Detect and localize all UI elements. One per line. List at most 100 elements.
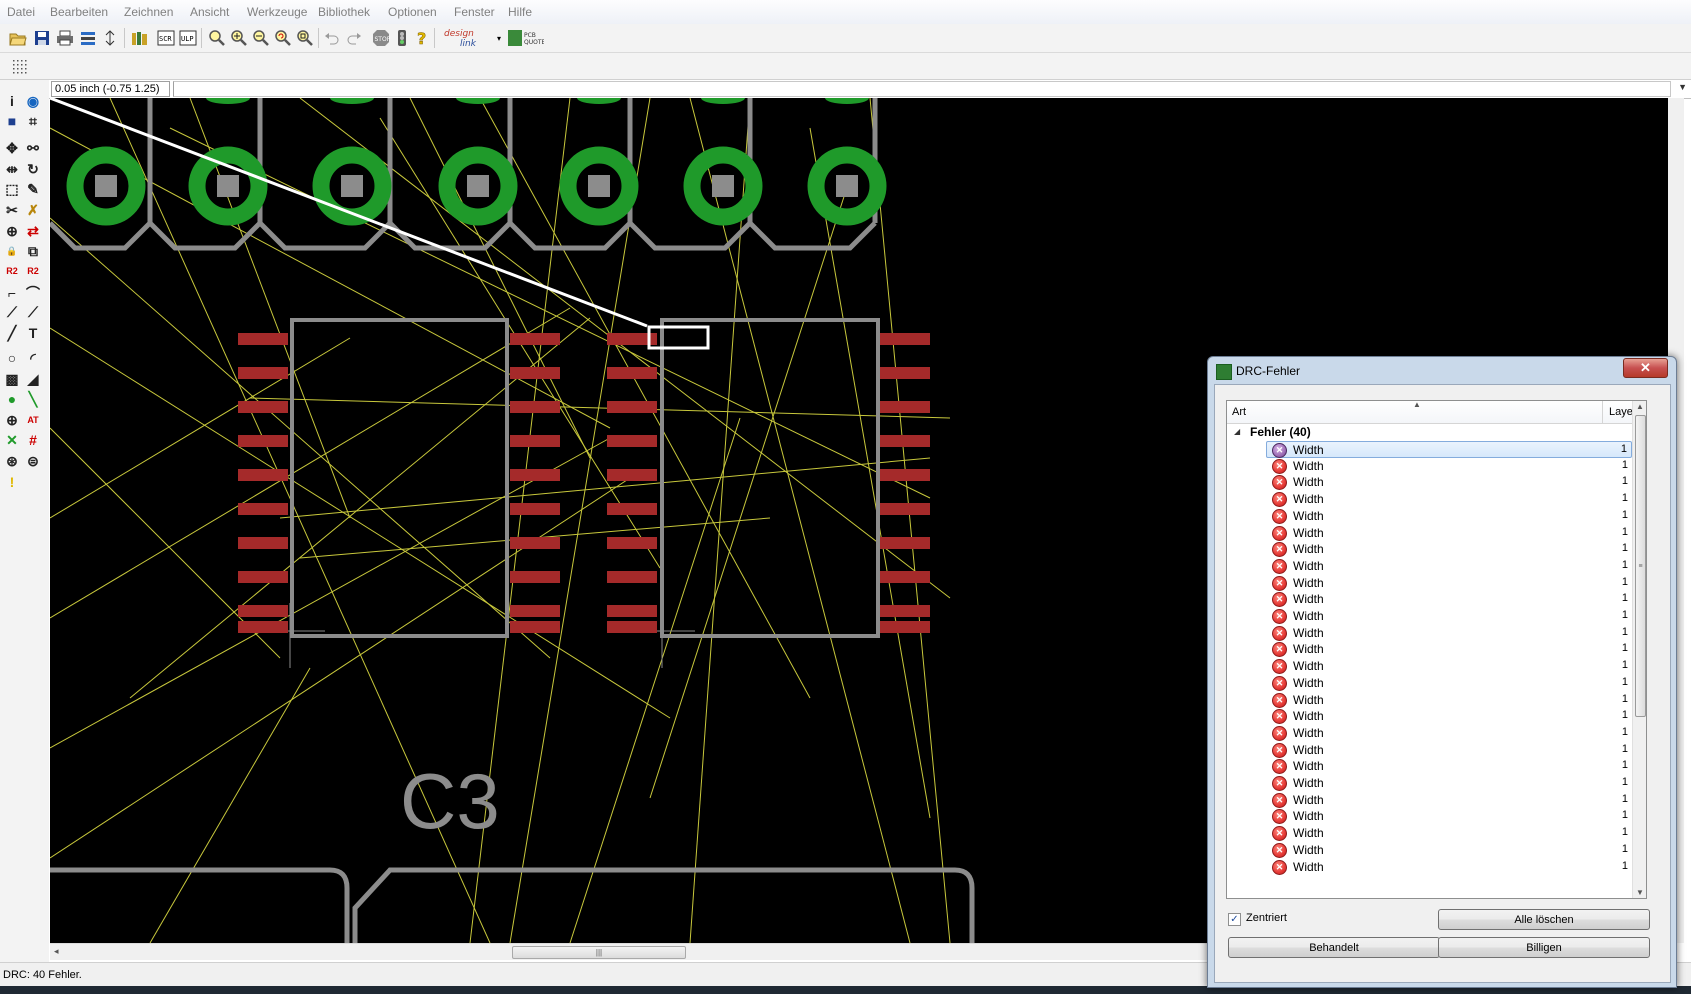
rect-icon[interactable]: ▩ bbox=[5, 370, 19, 387]
change-icon[interactable]: ✎ bbox=[27, 180, 39, 197]
autorouter-icon[interactable]: # bbox=[29, 432, 37, 448]
help-icon[interactable]: ? bbox=[413, 28, 433, 48]
clear-all-button[interactable]: Alle löschen bbox=[1438, 909, 1650, 930]
undo-icon[interactable] bbox=[322, 28, 342, 48]
copy-icon[interactable]: ⚯ bbox=[27, 139, 39, 156]
split-icon[interactable]: ⌐ bbox=[7, 285, 17, 301]
processed-button[interactable]: Behandelt bbox=[1228, 937, 1440, 958]
error-group[interactable]: Fehler (40) bbox=[1250, 425, 1311, 439]
column-art[interactable]: Art bbox=[1232, 406, 1247, 418]
scroll-down-icon[interactable]: ▼ bbox=[1636, 888, 1644, 897]
smash-icon[interactable]: ⧉ bbox=[28, 242, 38, 259]
value-icon[interactable]: R2 bbox=[27, 266, 39, 276]
designlink-button[interactable]: design link bbox=[442, 26, 494, 50]
mirror-icon[interactable]: ⇹ bbox=[6, 160, 18, 177]
rotate-icon[interactable]: ↻ bbox=[27, 160, 39, 177]
layer-icon[interactable]: ■ bbox=[7, 113, 17, 129]
expand-arrow-icon[interactable]: ◢ bbox=[1234, 427, 1241, 436]
open-icon[interactable] bbox=[8, 28, 28, 48]
zoom-in-icon[interactable] bbox=[229, 28, 249, 48]
script-icon[interactable]: SCR bbox=[156, 28, 176, 48]
zoom-redraw-icon[interactable] bbox=[273, 28, 293, 48]
dialog-titlebar[interactable]: DRC-Fehler ✕ bbox=[1208, 357, 1676, 383]
info-icon[interactable]: i bbox=[10, 93, 14, 109]
miter-icon[interactable]: ⌒ bbox=[26, 285, 40, 301]
tree-scrollbar[interactable]: ▲ ≡ ▼ bbox=[1632, 401, 1646, 898]
zoom-sel-icon[interactable]: ⊜ bbox=[27, 452, 39, 469]
circle-icon[interactable]: ○ bbox=[7, 350, 17, 366]
chevron-down-icon[interactable]: ▾ bbox=[497, 34, 502, 43]
scroll-left-icon[interactable]: ◂ bbox=[54, 946, 59, 956]
switch-board-icon[interactable] bbox=[100, 28, 120, 48]
add-icon[interactable]: ⊕ bbox=[6, 222, 18, 239]
ulp-icon[interactable]: ULP bbox=[178, 28, 198, 48]
via-icon[interactable]: ● bbox=[7, 391, 17, 407]
grid-icon[interactable] bbox=[9, 56, 29, 76]
move-icon[interactable]: ✥ bbox=[6, 139, 18, 156]
library-icon[interactable] bbox=[130, 28, 150, 48]
scroll-up-icon[interactable]: ▲ bbox=[1636, 402, 1644, 411]
attribute-icon[interactable]: AT bbox=[27, 415, 39, 425]
save-icon[interactable] bbox=[32, 28, 52, 48]
polygon-icon[interactable]: ◢ bbox=[27, 370, 39, 387]
lock-icon[interactable]: 🔒 bbox=[6, 245, 18, 256]
hole-icon[interactable]: ⊕ bbox=[6, 411, 18, 428]
zentriert-checkbox[interactable]: ✓ bbox=[1228, 913, 1241, 926]
menu-item-7[interactable]: Optionen bbox=[388, 5, 437, 19]
scroll-thumb[interactable]: ||| bbox=[512, 946, 686, 959]
pcbquote-button[interactable]: PCB QUOTE bbox=[508, 28, 546, 48]
scroll-thumb[interactable]: ≡ bbox=[1635, 415, 1646, 717]
mark-icon[interactable]: ⌗ bbox=[29, 112, 37, 129]
show-icon[interactable]: ◉ bbox=[26, 92, 40, 109]
cam-icon[interactable] bbox=[78, 28, 98, 48]
text-icon[interactable]: T bbox=[28, 325, 38, 341]
column-layer[interactable]: Layer bbox=[1609, 406, 1637, 418]
approve-button[interactable]: Billigen bbox=[1438, 937, 1650, 958]
zoom-select-icon[interactable] bbox=[295, 28, 315, 48]
menu-item-4[interactable]: Ansicht bbox=[190, 5, 230, 19]
ripup-icon[interactable]: ⟋ bbox=[28, 303, 38, 320]
zoom-fit-icon[interactable] bbox=[207, 28, 227, 48]
menu-item-5[interactable]: Werkzeuge bbox=[247, 5, 308, 19]
close-button[interactable]: ✕ bbox=[1623, 358, 1668, 378]
route-icon[interactable]: ⟋ bbox=[7, 303, 17, 320]
redo-icon[interactable] bbox=[344, 28, 364, 48]
signal-icon[interactable]: ╲ bbox=[28, 390, 38, 407]
ratsnest-icon[interactable]: ✕ bbox=[6, 431, 18, 448]
column-divider[interactable] bbox=[1602, 401, 1603, 423]
replace-icon[interactable]: ⇄ bbox=[27, 222, 39, 239]
menu-item-3[interactable]: Zeichnen bbox=[124, 5, 174, 19]
paste-icon[interactable]: ✂ bbox=[6, 201, 18, 218]
zoom-out-icon[interactable] bbox=[251, 28, 271, 48]
menu-item-2[interactable]: Bearbeiten bbox=[50, 5, 109, 19]
name-icon[interactable]: R2 bbox=[6, 266, 18, 276]
menu-item-6[interactable]: Bibliothek bbox=[318, 5, 371, 19]
command-input[interactable] bbox=[173, 81, 1671, 97]
